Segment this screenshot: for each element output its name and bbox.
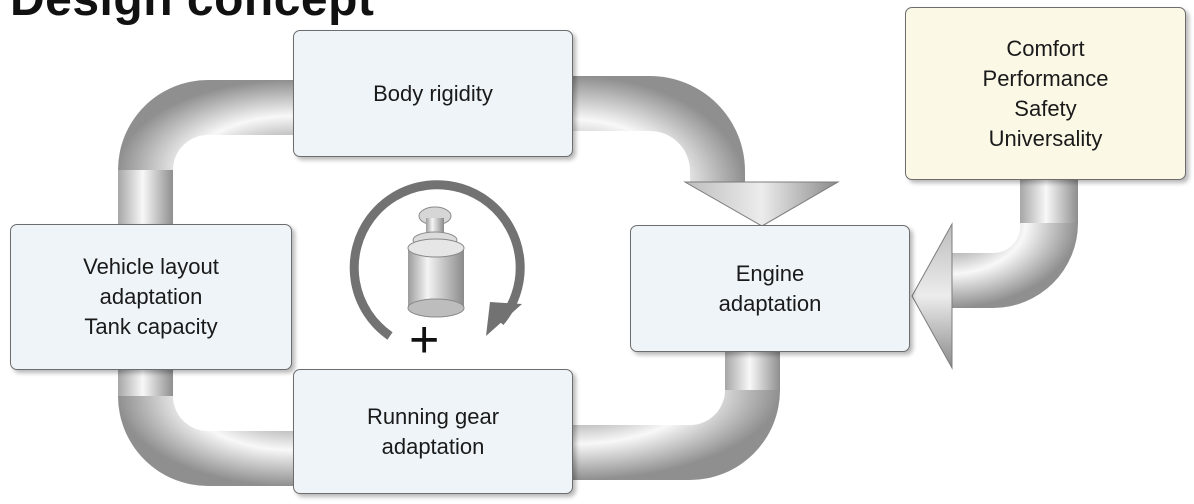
goals-pipe-elbow [948, 223, 1078, 308]
arrow-head-down [683, 181, 840, 227]
vehicle-layout-line-2: adaptation [99, 284, 203, 309]
goal-safety: Safety [1014, 95, 1077, 121]
pipe-left-upper [118, 170, 173, 226]
goal-performance: Performance [982, 65, 1109, 91]
engine-adaptation-box: Engine adaptation [630, 225, 910, 352]
running-gear-box: Running gear adaptation [293, 369, 573, 494]
vehicle-layout-box: Vehicle layout adaptation Tank capacity [10, 224, 292, 370]
pipe-right-lower [725, 350, 780, 390]
pipe-loop [118, 76, 840, 486]
page-title: Design concept [10, 0, 374, 27]
running-gear-line-1: Running gear [366, 403, 500, 429]
body-rigidity-label: Body rigidity [373, 80, 493, 106]
pipe-elbow-bottom-left [118, 396, 293, 486]
goal-universality: Universality [988, 125, 1103, 151]
goals-box: Comfort Performance Safety Universality [905, 7, 1186, 180]
goals-pipe-vertical [1020, 178, 1078, 223]
plus-symbol: + [409, 311, 440, 369]
weight-icon [407, 206, 465, 318]
vehicle-layout-line-1: Vehicle layout [83, 254, 219, 279]
arrow-head-left [911, 222, 953, 370]
body-rigidity-box: Body rigidity [293, 30, 573, 157]
engine-line-1: Engine [735, 260, 805, 286]
goals-pipe [911, 178, 1078, 370]
vehicle-layout-line-3: Tank capacity [84, 314, 218, 339]
pipe-elbow-top-right [573, 76, 745, 185]
goal-comfort: Comfort [1006, 35, 1085, 61]
pipe-elbow-top-left [118, 80, 293, 170]
pipe-elbow-bottom-right [573, 390, 780, 480]
pipe-left-lower [118, 368, 173, 396]
engine-line-2: adaptation [718, 290, 822, 316]
running-gear-line-2: adaptation [381, 433, 485, 459]
circular-arrow-icon [349, 180, 525, 340]
